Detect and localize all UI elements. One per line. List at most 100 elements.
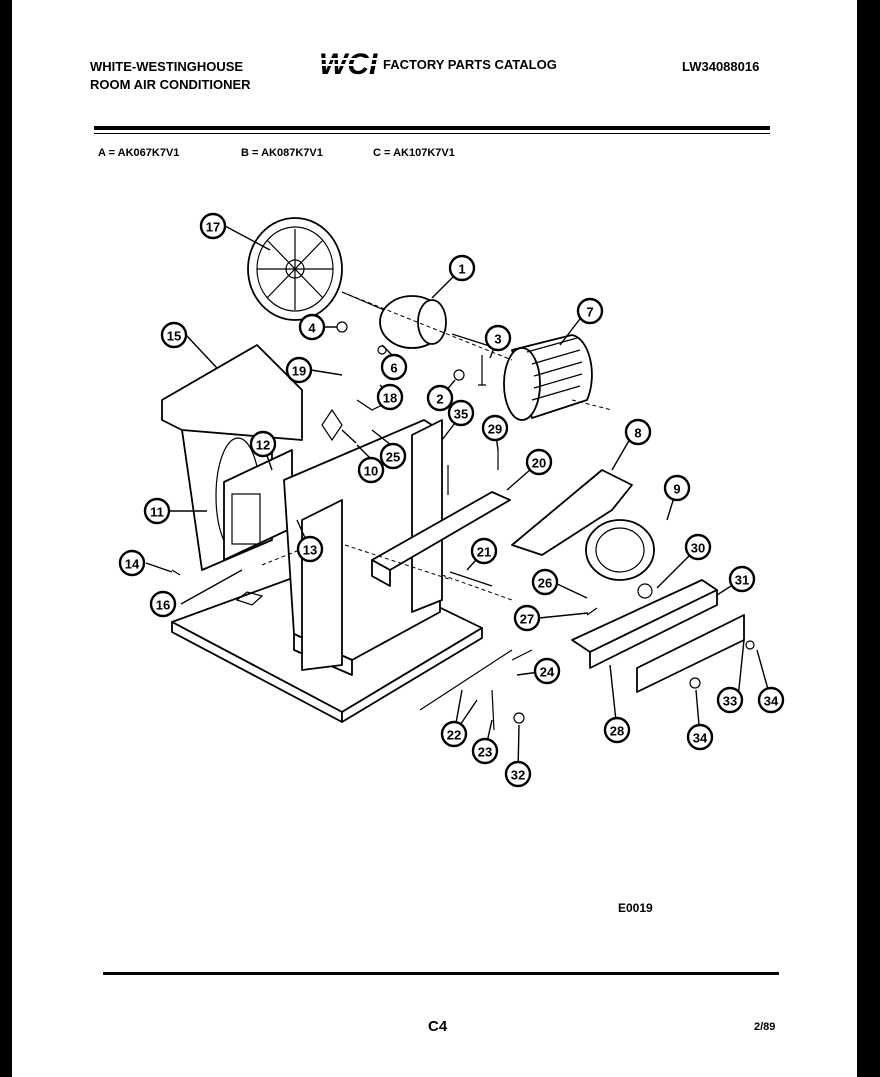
callout-circle [160, 321, 188, 349]
callout-circle [663, 474, 691, 502]
callout-number: 2 [436, 392, 443, 407]
callout-27: 27 [513, 604, 541, 632]
wci-logo-mark: WCI [317, 48, 379, 81]
callout-circle [249, 430, 277, 458]
callout-circle [471, 737, 499, 765]
callout-8: 8 [624, 418, 652, 446]
catalog-title: FACTORY PARTS CATALOG [383, 57, 557, 72]
callout-circle [380, 353, 408, 381]
callout-number: 1 [458, 262, 465, 277]
fan-blade [247, 217, 343, 321]
fan-motor [341, 291, 503, 351]
callout-35: 35 [447, 399, 475, 427]
callout-24: 24 [533, 657, 561, 685]
callout-2: 2 [426, 384, 454, 412]
callout-number: 3 [494, 332, 501, 347]
exploded-parts-diagram: 1234678910111213141516171819202122232425… [118, 212, 785, 788]
brand-line-2: ROOM AIR CONDITIONER [90, 77, 251, 92]
callout-group: 1234678910111213141516171819202122232425… [118, 212, 785, 788]
callout-11: 11 [143, 497, 171, 525]
callout-29: 29 [481, 414, 509, 442]
callout-19: 19 [285, 356, 313, 384]
callout-14: 14 [118, 549, 146, 577]
callout-17: 17 [199, 212, 227, 240]
callout-circle [686, 723, 714, 751]
callout-number: 22 [447, 728, 461, 743]
callout-34: 34 [757, 686, 785, 714]
callout-number: 25 [386, 450, 400, 465]
callout-circle [149, 590, 177, 618]
callout-number: 15 [167, 329, 181, 344]
callout-number: 7 [586, 305, 593, 320]
callout-number: 32 [511, 768, 525, 783]
blower-scroll [511, 469, 655, 581]
callout-number: 35 [454, 407, 468, 422]
callout-number: 11 [150, 505, 164, 520]
callout-26: 26 [531, 568, 559, 596]
blower-wheel [503, 334, 593, 421]
callout-16: 16 [149, 590, 177, 618]
callout-circle [504, 760, 532, 788]
callout-circle [576, 297, 604, 325]
callout-circle [199, 212, 227, 240]
callout-28: 28 [603, 716, 631, 744]
condensate-tray [371, 491, 511, 587]
diagram-code: E0019 [618, 901, 653, 915]
callout-23: 23 [471, 737, 499, 765]
callout-circle [757, 686, 785, 714]
callout-15: 15 [160, 321, 188, 349]
callout-circle [143, 497, 171, 525]
model-c: C = AK107K7V1 [373, 147, 455, 159]
callout-circle [426, 384, 454, 412]
callout-30: 30 [684, 533, 712, 561]
parts-catalog-page: WHITE-WESTINGHOUSE ROOM AIR CONDITIONER … [12, 0, 857, 1077]
callout-circle [684, 533, 712, 561]
wci-logo: WCI [317, 48, 379, 81]
callout-12: 12 [249, 430, 277, 458]
catalog-number: LW34088016 [682, 59, 760, 74]
callout-3: 3 [484, 324, 512, 352]
callout-circle [728, 565, 756, 593]
callout-9: 9 [663, 474, 691, 502]
callout-number: 16 [156, 598, 170, 613]
callout-number: 34 [764, 694, 779, 709]
callout-circle [285, 356, 313, 384]
callout-7: 7 [576, 297, 604, 325]
callout-number: 27 [520, 612, 534, 627]
callout-10: 10 [357, 456, 385, 484]
callout-number: 19 [292, 364, 306, 379]
callout-22: 22 [440, 720, 468, 748]
callout-number: 6 [390, 361, 397, 376]
callout-circle [525, 448, 553, 476]
header-rule [94, 126, 770, 130]
callout-circle [531, 568, 559, 596]
callout-number: 21 [477, 545, 491, 560]
callout-32: 32 [504, 760, 532, 788]
callout-number: 23 [478, 745, 492, 760]
callout-34-2: 34 [686, 723, 714, 751]
callout-circle [603, 716, 631, 744]
callout-4: 4 [298, 313, 326, 341]
callout-circle [481, 414, 509, 442]
header-rule-thin [94, 133, 770, 134]
callout-number: 31 [735, 573, 749, 588]
callout-number: 4 [308, 321, 316, 336]
callout-31: 31 [728, 565, 756, 593]
assembly-lines [261, 291, 613, 601]
callout-number: 8 [634, 426, 641, 441]
callout-circle [470, 537, 498, 565]
callout-number: 14 [125, 557, 140, 572]
control-bracket [571, 579, 718, 669]
callout-circle [357, 456, 385, 484]
callout-18: 18 [376, 383, 404, 411]
callout-number: 12 [256, 438, 270, 453]
callout-circle [716, 686, 744, 714]
callout-circle [440, 720, 468, 748]
callout-number: 24 [540, 665, 555, 680]
callout-circle [118, 549, 146, 577]
callout-circle [376, 383, 404, 411]
page-number: C4 [428, 1018, 448, 1035]
callout-13: 13 [296, 535, 324, 563]
callout-circle [298, 313, 326, 341]
callout-circle [533, 657, 561, 685]
